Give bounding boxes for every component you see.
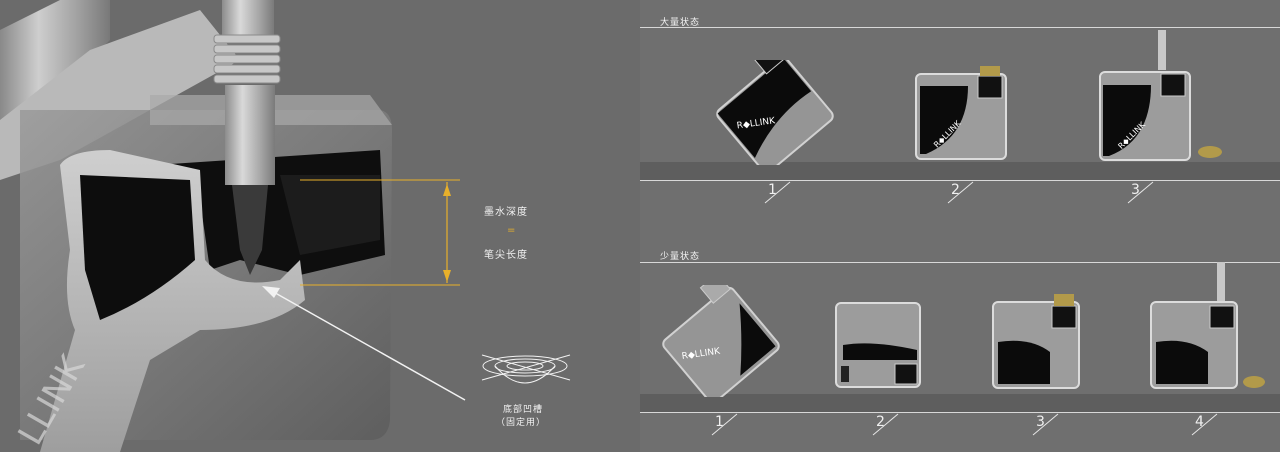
ink-level-states-panel: 大量状态 R◆LLINK R◆LLINK (640, 0, 1280, 452)
small-bottle-4 (1148, 262, 1273, 394)
small-state-slash-marks (711, 413, 1218, 436)
small-bottle-1: R◆LLINK (656, 285, 791, 397)
small-state-number-1: 1 (715, 414, 724, 430)
bottom-groove-label: 底部凹槽 (503, 405, 544, 415)
groove-icon (481, 354, 571, 384)
large-state-slash-marks (764, 181, 1154, 204)
small-bottle-2 (833, 300, 925, 392)
large-bottle-1: R◆LLINK (715, 60, 845, 165)
bottle-cutaway-illustration: LLINK (0, 0, 571, 452)
large-state-shelf (640, 162, 1280, 180)
ink-depth-label: 墨水深度 (484, 207, 528, 218)
small-state-title: 少量状态 (660, 252, 701, 262)
large-state-bottom-rule (640, 180, 1280, 181)
small-state-shelf (640, 394, 1280, 412)
small-state-number-4: 4 (1195, 414, 1204, 430)
large-state-number-3: 3 (1131, 182, 1140, 198)
small-state-number-2: 2 (876, 414, 885, 430)
nib-length-label: 笔尖长度 (484, 250, 528, 261)
equals-sign: = (507, 225, 517, 236)
large-bottle-2: R◆LLINK (912, 66, 1012, 164)
small-state-bottom-rule (640, 412, 1280, 413)
large-bottle-3: R◆LLINK (1095, 30, 1230, 165)
large-state-number-1: 1 (768, 182, 777, 198)
large-state-title: 大量状态 (660, 18, 701, 28)
large-state-number-2: 2 (951, 182, 960, 198)
cutaway-render-panel: LLINK 墨水深度 = 笔尖长度 底部凹槽 （固定用） (0, 0, 571, 452)
small-state-top-rule (640, 262, 1280, 263)
large-state-top-rule (640, 27, 1280, 28)
small-state-number-3: 3 (1036, 414, 1045, 430)
bottom-groove-sub: （固定用） (496, 418, 547, 428)
small-bottle-3 (990, 292, 1090, 392)
